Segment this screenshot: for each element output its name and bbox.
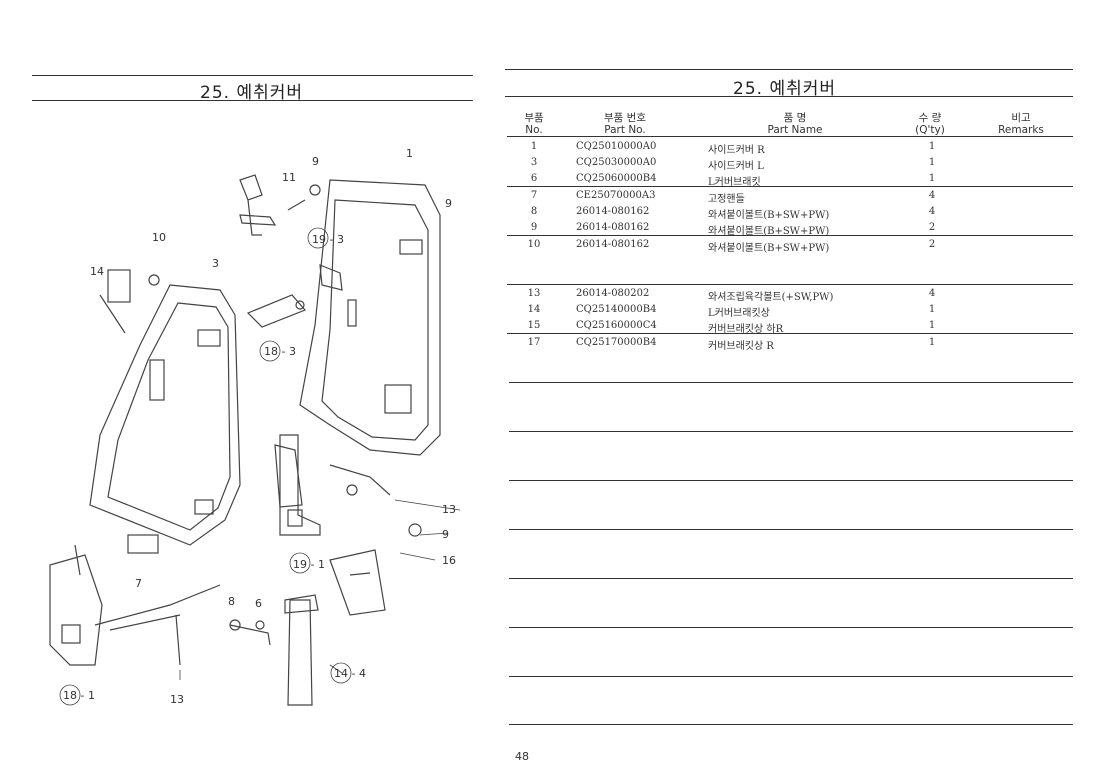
row-part-name: 사이드커버 L [708, 161, 764, 172]
table-row: 8 26014-080162 와셔붙이볼트(B+SW+PW) 4 [510, 204, 1070, 221]
row-qty: 1 [928, 173, 936, 184]
row-part-name: 와셔붙이볼트(B+SW+PW) [708, 210, 830, 221]
row-no: 15 [527, 320, 541, 331]
callout-label: 13 [442, 503, 456, 516]
row-no: 8 [530, 206, 538, 217]
header-qty: 수 량(Q'ty) [915, 112, 945, 136]
row-qty: 1 [928, 320, 936, 331]
row-qty: 1 [928, 337, 936, 348]
row-no: 14 [527, 304, 541, 315]
callout-label: 9 [445, 197, 452, 210]
left-title-rule-bottom [32, 100, 473, 101]
row-part-no: 26014-080162 [576, 239, 650, 250]
row-qty: 2 [928, 239, 936, 250]
row-qty: 1 [928, 141, 936, 152]
row-no: 1 [530, 141, 538, 152]
callout-label: 18 - 1 [63, 689, 95, 702]
callout-label: 9 [442, 528, 449, 541]
table-row: 15 CQ25160000C4 커버브래킷상 하R 1 [510, 318, 1070, 335]
table-row: 17 CQ25170000B4 커버브래킷상 R 1 [510, 335, 1070, 352]
row-part-no: CQ25010000A0 [576, 141, 657, 152]
row-no: 17 [527, 337, 541, 348]
row-part-no: CQ25140000B4 [576, 304, 657, 315]
row-qty: 1 [928, 304, 936, 315]
right-title-rule-bottom [505, 96, 1073, 97]
row-qty: 4 [928, 206, 936, 217]
row-part-no: 26014-080202 [576, 288, 650, 299]
row-qty: 4 [928, 288, 936, 299]
row-no: 10 [527, 239, 541, 250]
group-rule [507, 186, 1073, 187]
table-header-rule [507, 136, 1073, 137]
row-qty: 2 [928, 222, 936, 233]
row-part-no: CQ25060000B4 [576, 173, 657, 184]
row-part-name: 와셔조립육각볼트(+SW,PW) [708, 292, 834, 303]
row-part-no: 26014-080162 [576, 222, 650, 233]
right-title-rule-top [505, 69, 1073, 70]
right-page-title: 25. 예취커버 [733, 79, 836, 99]
callout-label: 3 [212, 257, 219, 270]
row-part-no: CQ25170000B4 [576, 337, 657, 348]
diagram-callouts: 9 11 1 9 19 - 3 10 14 3 18 - 3 13 9 19 -… [63, 147, 456, 706]
left-title-rule-top [32, 75, 473, 76]
row-part-no: CQ25030000A0 [576, 157, 657, 168]
table-row: 3 CQ25030000A0 사이드커버 L 1 [510, 155, 1070, 172]
row-no: 13 [527, 288, 541, 299]
callout-label: 1 [406, 147, 413, 160]
exploded-parts-diagram: 9 11 1 9 19 - 3 10 14 3 18 - 3 13 9 19 -… [49, 147, 461, 706]
callout-label: 11 [282, 171, 296, 184]
row-part-no: CQ25160000C4 [576, 320, 657, 331]
callout-label: 6 [255, 597, 262, 610]
page-number: 48 [515, 750, 529, 763]
table-row: 9 26014-080162 와셔붙이볼트(B+SW+PW) 2 [510, 220, 1070, 237]
table-row: 1 CQ25010000A0 사이드커버 R 1 [510, 139, 1070, 156]
row-part-name: L커버브래킷상 [708, 308, 770, 319]
row-no: 9 [530, 222, 538, 233]
group-rule [507, 235, 1073, 236]
group-rule [507, 333, 1073, 334]
callout-label: 13 [170, 693, 184, 706]
table-row: 14 CQ25140000B4 L커버브래킷상 1 [510, 302, 1070, 319]
row-part-name: 와셔붙이볼트(B+SW+PW) [708, 226, 830, 237]
group-rule [507, 284, 1073, 285]
callout-label: 14 [90, 265, 104, 278]
callout-label: 8 [228, 595, 235, 608]
row-part-name: L커버브래킷 [708, 177, 761, 188]
row-no: 7 [530, 190, 538, 201]
row-part-name: 고정핸들 [708, 194, 745, 205]
table-row: 6 CQ25060000B4 L커버브래킷 1 [510, 171, 1070, 188]
table-row: 7 CE25070000A3 고정핸들 4 [510, 188, 1070, 205]
row-no: 3 [530, 157, 538, 168]
left-page-title: 25. 예취커버 [200, 83, 303, 103]
callout-label: 16 [442, 554, 456, 567]
row-part-no: 26014-080162 [576, 206, 650, 217]
table-row: 13 26014-080202 와셔조립육각볼트(+SW,PW) 4 [510, 286, 1070, 303]
row-part-name: 커버브래킷상 R [708, 341, 774, 352]
table-row: 10 26014-080162 와셔붙이볼트(B+SW+PW) 2 [510, 237, 1070, 254]
callout-label: 14 - 4 [334, 667, 366, 680]
callout-label: 7 [135, 577, 142, 590]
callout-label: 9 [312, 155, 319, 168]
callout-label: 18 - 3 [264, 345, 296, 358]
row-qty: 1 [928, 157, 936, 168]
row-qty: 4 [928, 190, 936, 201]
row-part-name: 와셔붙이볼트(B+SW+PW) [708, 243, 830, 254]
callout-label: 19 - 3 [312, 233, 344, 246]
callout-label: 10 [152, 231, 166, 244]
row-part-name: 커버브래킷상 하R [708, 324, 784, 335]
row-part-no: CE25070000A3 [576, 190, 656, 201]
callout-label: 19 - 1 [293, 558, 325, 571]
row-no: 6 [530, 173, 538, 184]
row-part-name: 사이드커버 R [708, 145, 765, 156]
